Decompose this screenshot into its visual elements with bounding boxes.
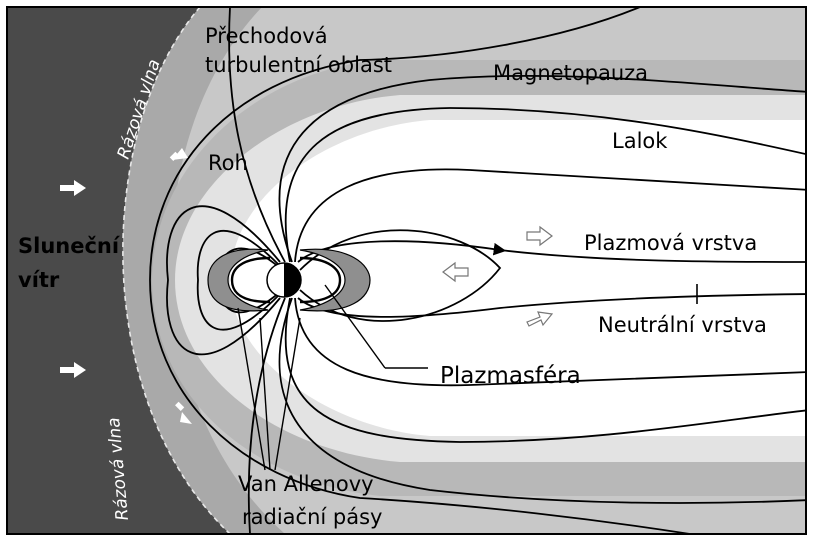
van-allen-label-1: Van Allenovy bbox=[238, 472, 374, 496]
neutral-sheet-label: Neutrální vrstva bbox=[598, 313, 767, 337]
solar-wind-label-2: vítr bbox=[18, 268, 60, 292]
solar-wind-label-1: Sluneční bbox=[18, 234, 121, 258]
lobe-label: Lalok bbox=[612, 129, 668, 153]
plasma-sheet-label: Plazmová vrstva bbox=[584, 231, 757, 255]
transition-region-label-2: turbulentní oblast bbox=[205, 53, 392, 77]
transition-region-label-1: Přechodová bbox=[205, 24, 328, 48]
plasmasphere-label: Plazmasféra bbox=[440, 363, 581, 389]
van-allen-label-2: radiační pásy bbox=[242, 505, 382, 529]
magnetopause-label: Magnetopauza bbox=[493, 61, 648, 85]
cusp-label: Roh bbox=[208, 151, 248, 175]
